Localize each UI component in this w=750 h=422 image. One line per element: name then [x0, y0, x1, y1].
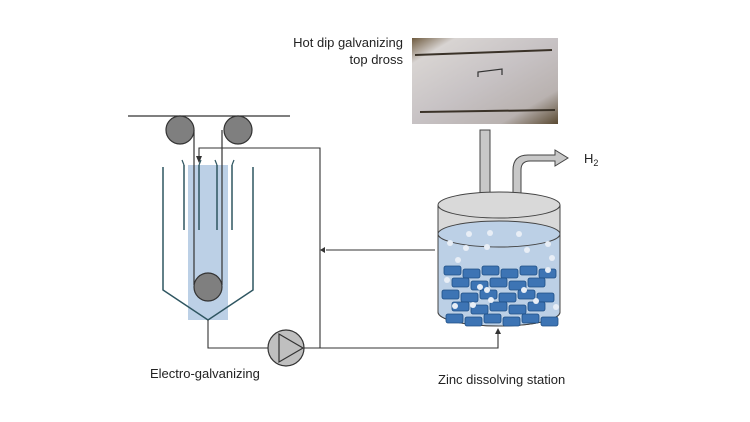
- zinc-dissolving-label: Zinc dissolving station: [438, 372, 565, 387]
- zinc-piece: [508, 304, 527, 315]
- zinc-piece: [460, 292, 479, 303]
- bubble: [466, 231, 472, 237]
- gas-label: H2: [584, 151, 598, 168]
- zinc-piece: [445, 313, 464, 324]
- bubble: [516, 231, 522, 237]
- source-label-line2: top dross: [350, 52, 404, 67]
- bubble: [455, 257, 461, 263]
- bubble: [463, 245, 469, 251]
- flow-arrow: [196, 156, 202, 163]
- bubbles: [444, 230, 559, 310]
- zinc-piece: [481, 265, 500, 276]
- bubble: [484, 244, 490, 250]
- bubble: [452, 303, 458, 309]
- piping: [198, 147, 499, 349]
- bubble: [549, 255, 555, 261]
- zinc-piece: [489, 277, 508, 288]
- zinc-piece: [527, 277, 546, 288]
- zinc-piece: [500, 268, 519, 279]
- zinc-piece: [451, 277, 470, 288]
- roller-icon: [223, 115, 253, 145]
- zinc-piece: [521, 313, 540, 324]
- zinc-piece: [540, 316, 559, 327]
- zinc-piece: [536, 292, 555, 303]
- bubble: [533, 298, 539, 304]
- bubble: [545, 241, 551, 247]
- bubble: [470, 302, 476, 308]
- bubble: [447, 240, 453, 246]
- bubble: [487, 230, 493, 236]
- zinc-pieces: [441, 265, 559, 327]
- flow-arrow: [495, 328, 501, 334]
- zinc-piece: [498, 292, 517, 303]
- electro-galvanizing-label: Electro-galvanizing: [150, 366, 260, 381]
- bubble: [545, 267, 551, 273]
- zinc-piece: [519, 265, 538, 276]
- dross-photo: [412, 38, 558, 124]
- bubble: [553, 304, 559, 310]
- zinc-piece: [470, 304, 489, 315]
- zinc-piece: [489, 301, 508, 312]
- zinc-piece: [502, 316, 521, 327]
- dissolving-tank: [437, 191, 561, 327]
- bubble: [488, 297, 494, 303]
- zinc-piece: [441, 289, 460, 300]
- zinc-piece: [462, 268, 481, 279]
- zinc-piece: [483, 313, 502, 324]
- bubble: [524, 247, 530, 253]
- bubble: [521, 287, 527, 293]
- roller-icon: [193, 272, 223, 302]
- zinc-piece: [508, 280, 527, 291]
- roller-icon: [165, 115, 195, 145]
- bubble: [477, 284, 483, 290]
- bubble: [444, 277, 450, 283]
- flow-arrow: [320, 247, 325, 253]
- zinc-piece: [464, 316, 483, 327]
- source-label-line1: Hot dip galvanizing: [293, 35, 403, 50]
- pump-icon: [267, 329, 305, 367]
- bubble: [484, 287, 490, 293]
- zinc-piece: [443, 265, 462, 276]
